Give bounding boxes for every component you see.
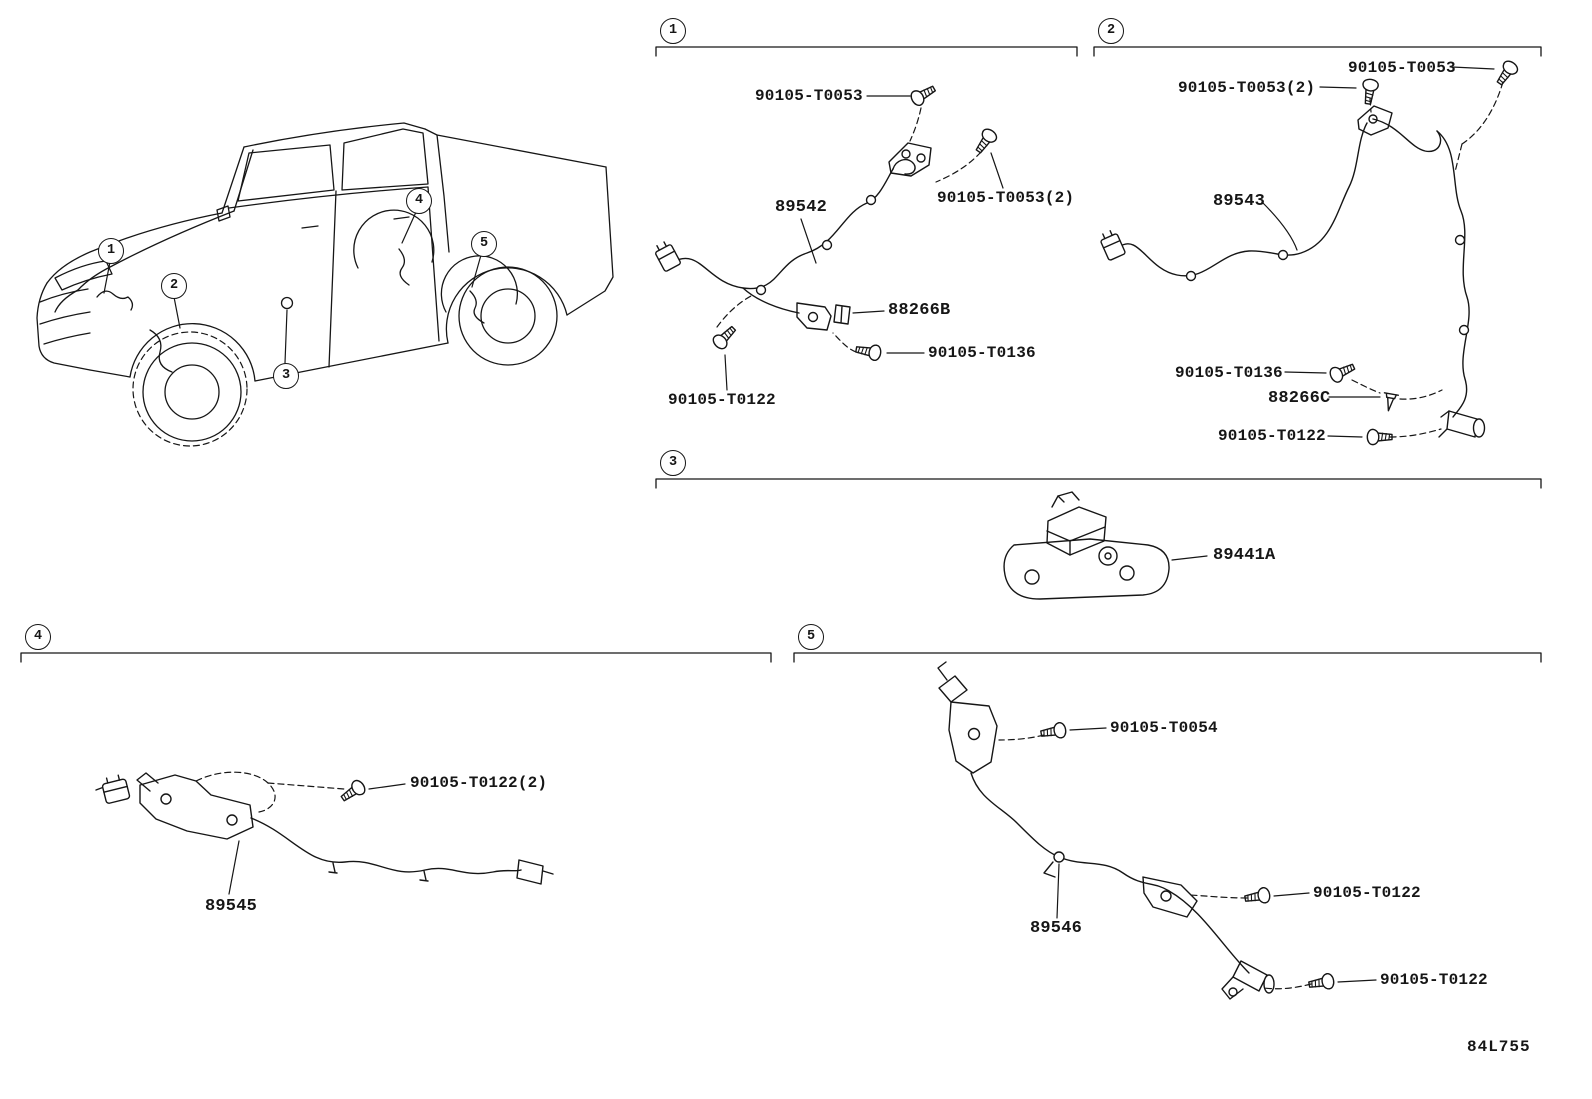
vehicle-callout-2: 2 — [161, 273, 187, 299]
vehicle-callout-1: 1 — [98, 238, 124, 264]
section1-front-sensor-rh-art — [651, 81, 1004, 391]
s2-label-bolt-90105-T0122: 90105-T0122 — [1218, 427, 1326, 445]
section-5-number: 5 — [798, 624, 824, 650]
vehicle-callout-3: 3 — [273, 363, 299, 389]
section-2-number: 2 — [1098, 18, 1124, 44]
vehicle-callout-4: 4 — [406, 188, 432, 214]
s2-label-part-89543: 89543 — [1213, 192, 1266, 211]
s5-label-bolt-90105-T0122-b: 90105-T0122 — [1380, 971, 1488, 989]
section5-rear-sensor-lh-art — [937, 661, 1377, 1000]
s1-label-bolt-90105-T0136: 90105-T0136 — [928, 344, 1036, 362]
section-3-number: 3 — [660, 450, 686, 476]
section-1-number: 1 — [660, 18, 686, 44]
section2-front-sensor-lh-art — [1097, 57, 1521, 446]
s5-label-bolt-90105-T0054: 90105-T0054 — [1110, 719, 1218, 737]
s2-label-bolt-90105-T0053: 90105-T0053 — [1348, 59, 1456, 77]
s2-label-part-88266C: 88266C — [1268, 389, 1331, 408]
s4-label-bolt-90105-T0122-2: 90105-T0122(2) — [410, 774, 548, 792]
vehicle-callout-5: 5 — [471, 231, 497, 257]
drawing-code: 84L755 — [1467, 1038, 1531, 1056]
s2-label-bolt-90105-T0136: 90105-T0136 — [1175, 364, 1283, 382]
s1-label-bolt-90105-T0053: 90105-T0053 — [755, 87, 863, 105]
s1-label-bolt-90105-T0053-2: 90105-T0053(2) — [937, 189, 1075, 207]
section3-sensor-bracket-art — [1003, 491, 1208, 600]
s3-label-part-89441A: 89441A — [1213, 546, 1276, 565]
s4-label-part-89545: 89545 — [205, 897, 258, 916]
section-4-number: 4 — [25, 624, 51, 650]
s1-label-bolt-90105-T0122: 90105-T0122 — [668, 391, 776, 409]
section4-rear-sensor-rh-art — [95, 771, 554, 895]
s5-label-bolt-90105-T0122-a: 90105-T0122 — [1313, 884, 1421, 902]
s2-label-bolt-90105-T0053-2: 90105-T0053(2) — [1178, 79, 1316, 97]
vehicle-drawing — [36, 122, 614, 447]
s1-label-part-88266B: 88266B — [888, 301, 951, 320]
section-bracket-lines — [20, 46, 1542, 663]
s1-label-part-89542: 89542 — [775, 198, 828, 217]
s5-label-part-89546: 89546 — [1030, 919, 1083, 938]
